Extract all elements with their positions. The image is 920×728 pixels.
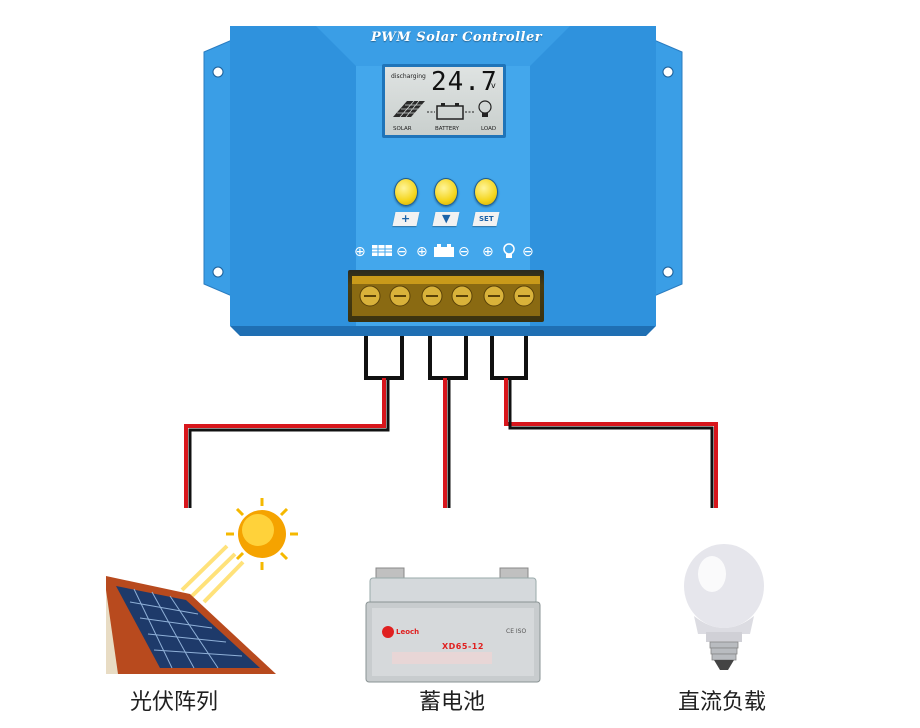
light-bulb-icon — [684, 544, 764, 628]
pwm-solar-controller: PWM Solar Controller discharging 24.7 v — [196, 26, 690, 336]
set-button[interactable] — [474, 178, 498, 206]
terminal-block — [348, 270, 544, 322]
battery-plus-icon: ⊕ — [416, 244, 428, 260]
up-button[interactable] — [394, 178, 418, 206]
solar-panel-icon — [116, 586, 260, 668]
solar-plus-icon: ⊕ — [354, 244, 366, 260]
lcd-voltage-unit: v — [491, 81, 496, 90]
battery-minus-icon: ⊖ — [458, 244, 470, 260]
battery-terminal-icon — [434, 247, 454, 257]
up-button-cap: + — [392, 212, 420, 226]
light-bulb-image — [684, 544, 764, 670]
down-button[interactable] — [434, 178, 458, 206]
terminal-icons: ⊕ ⊖ ⊕ ⊖ ⊕ ⊖ — [352, 240, 552, 262]
battery-brand: Leoch — [396, 628, 420, 636]
mount-hole-tr — [662, 66, 674, 78]
solar-array-image — [106, 498, 298, 674]
lcd-graphics — [393, 100, 492, 120]
down-button-cap: ▼ — [432, 212, 460, 226]
battery-wire-loop — [428, 330, 468, 380]
load-wire-red — [504, 378, 718, 508]
load-wire-black — [508, 378, 714, 508]
mount-hole-bl — [212, 266, 224, 278]
solar-wire-loop — [364, 330, 404, 380]
battery-model: XD65-12 — [442, 642, 484, 651]
lcd-label-load: LOAD — [481, 126, 497, 132]
lcd-bulb-icon — [478, 100, 492, 114]
lcd-status: discharging — [391, 73, 426, 80]
lcd-labels: SOLAR BATTERY LOAD — [385, 123, 503, 132]
sun-rays-icon — [180, 544, 245, 604]
lcd-label-solar: SOLAR — [393, 126, 412, 132]
load-wire-loop — [490, 330, 528, 380]
set-button-cap: SET — [472, 212, 500, 226]
lcd-label-battery: BATTERY — [435, 126, 460, 132]
battery-cert: CE ISO — [506, 628, 527, 635]
caption-solar-array: 光伏阵列 — [130, 690, 219, 715]
controller-brand: PWM Solar Controller — [371, 30, 543, 45]
load-plus-icon: ⊕ — [482, 244, 494, 260]
load-terminal-icon — [503, 243, 515, 255]
solar-wire-black — [188, 378, 390, 508]
lcd-battery-icon — [436, 105, 464, 120]
mount-hole-br — [662, 266, 674, 278]
mount-hole-tl — [212, 66, 224, 78]
solar-terminal-icon — [372, 245, 392, 256]
terminal-icon-strip: ⊕ ⊖ ⊕ ⊖ ⊕ ⊖ — [354, 243, 534, 260]
controller-housing — [203, 26, 683, 336]
sun-icon — [226, 498, 298, 570]
solar-minus-icon: ⊖ — [396, 244, 408, 260]
terminal-screws — [352, 276, 540, 316]
load-minus-icon: ⊖ — [522, 244, 534, 260]
solar-wire-red — [184, 378, 386, 508]
battery-image — [365, 567, 541, 683]
caption-battery: 蓄电池 — [419, 690, 486, 715]
lcd-display: discharging 24.7 v SOLAR BATTERY LOAD — [382, 64, 506, 138]
caption-dc-load: 直流负载 — [678, 690, 767, 715]
lcd-voltage: 24.7 — [431, 67, 498, 97]
